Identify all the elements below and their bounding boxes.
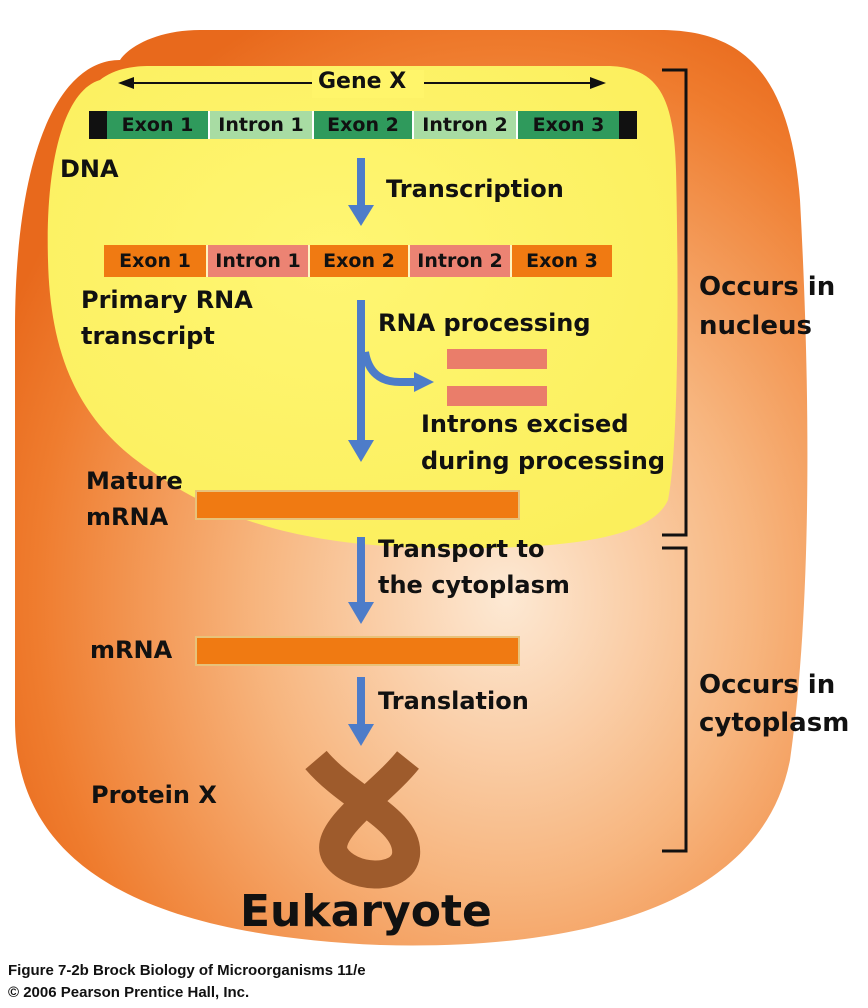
gene-label: Gene X — [318, 69, 407, 94]
dna-exon-3: Exon 3 — [516, 111, 619, 139]
rna-processing-label: RNA processing — [378, 309, 591, 337]
primary-rna-label-line1: Primary RNA — [81, 286, 253, 314]
translation-arrow-shaft — [357, 677, 365, 727]
excised-intron-1 — [447, 349, 547, 369]
figure-caption-line2: © 2006 Pearson Prentice Hall, Inc. — [8, 984, 250, 1001]
translation-label: Translation — [378, 687, 529, 715]
figure-caption-line1: Figure 7-2b Brock Biology of Microorgani… — [8, 962, 366, 979]
rna-exon-1: Exon 1 — [104, 245, 206, 277]
nucleus-bracket-label-line1: Occurs in — [699, 272, 836, 302]
excision-branch-head — [414, 372, 434, 392]
processing-arrow-shaft — [357, 300, 365, 443]
cytoplasm-bracket — [662, 546, 688, 853]
introns-excised-line2: during processing — [421, 447, 666, 475]
dna-intron-2: Intron 2 — [412, 111, 516, 139]
rna-exon-2: Exon 2 — [308, 245, 408, 277]
transport-label-line1: Transport to — [378, 535, 545, 563]
rna-intron-1: Intron 1 — [206, 245, 308, 277]
dna-exon-2: Exon 2 — [312, 111, 412, 139]
excised-intron-2 — [447, 386, 547, 406]
dna-left-end — [89, 111, 107, 139]
gene-label-bg — [312, 70, 424, 98]
introns-excised-line1: Introns excised — [421, 410, 629, 438]
transport-arrow-shaft — [357, 537, 365, 605]
dna-intron-1: Intron 1 — [208, 111, 312, 139]
cytoplasm-bracket-label-line2: cytoplasm — [699, 708, 850, 738]
protein-ribbon — [305, 750, 421, 889]
transport-label-line2: the cytoplasm — [378, 571, 570, 599]
rna-exon-3: Exon 3 — [510, 245, 612, 277]
gene-span-right-arrowhead — [590, 77, 606, 89]
transcription-label: Transcription — [386, 175, 564, 203]
cell-title: Eukaryote — [240, 886, 492, 937]
gene-span-left-arrowhead — [118, 77, 134, 89]
translation-arrow-head — [348, 724, 374, 746]
excision-branch — [361, 351, 418, 386]
mrna-bar — [195, 636, 520, 666]
dna-label: DNA — [60, 155, 119, 183]
mature-mrna-label-line2: mRNA — [86, 503, 169, 531]
transcription-arrow-shaft — [357, 158, 365, 208]
nucleus-bracket-label-line2: nucleus — [699, 311, 812, 341]
dna-right-end — [619, 111, 637, 139]
primary-rna-label-line2: transcript — [81, 322, 215, 350]
mature-mrna-label-line1: Mature — [86, 467, 183, 495]
cytoplasm-bracket-label-line1: Occurs in — [699, 670, 836, 700]
protein-label: Protein X — [91, 781, 217, 809]
rna-intron-2: Intron 2 — [408, 245, 510, 277]
mrna-label: mRNA — [90, 636, 173, 664]
transport-arrow-head — [348, 602, 374, 624]
dna-exon-1: Exon 1 — [107, 111, 208, 139]
nucleus-bracket — [662, 68, 688, 537]
transcription-arrow-head — [348, 205, 374, 226]
processing-arrow-head — [348, 440, 374, 462]
mature-mrna-bar — [195, 490, 520, 520]
